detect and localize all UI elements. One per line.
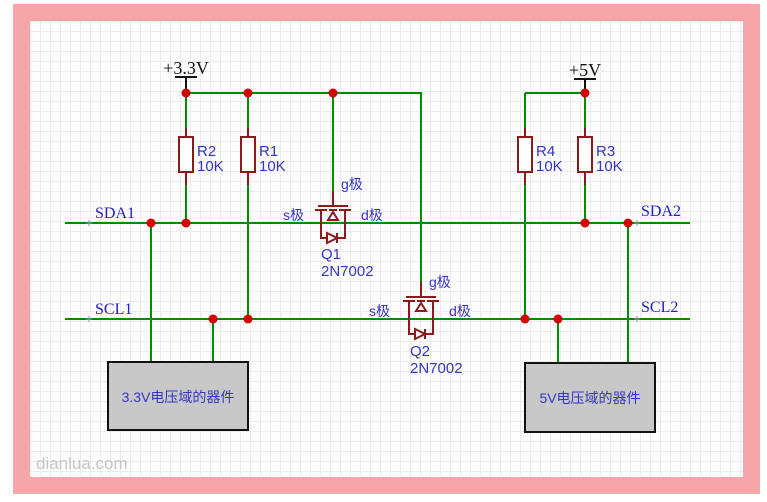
resistor-r4-ref: R4	[536, 143, 555, 160]
junction-dot	[328, 88, 338, 98]
junction-dot	[580, 88, 590, 98]
q2-drain-label: d极	[449, 303, 471, 319]
resistor-r3-value: 10K	[596, 158, 623, 175]
wires	[65, 92, 690, 364]
wire-rail-3v3	[186, 92, 422, 282]
net-label-scl1: SCL1	[95, 301, 132, 318]
power-label-5v: +5V	[569, 60, 601, 80]
resistor-r1-value: 10K	[259, 158, 286, 175]
q1-drain-label: d极	[361, 207, 383, 223]
junction-dots	[146, 88, 633, 324]
port-cross-icon	[86, 220, 92, 226]
junction-dot	[520, 314, 530, 324]
resistor-r2	[178, 128, 194, 185]
port-markers	[86, 220, 640, 322]
resistor-r3	[577, 128, 593, 185]
q2-body-diode-icon	[414, 327, 428, 341]
q2-gate-label: g极	[429, 274, 451, 290]
mosfet-q2-symbol	[403, 282, 439, 341]
transistor-q1-part: 2N7002	[321, 263, 374, 280]
resistor-r1	[240, 128, 256, 185]
q1-body-diode-icon	[326, 231, 340, 245]
net-label-sda2: SDA2	[641, 203, 681, 220]
resistor-r2-ref: R2	[197, 143, 216, 160]
device-box-5v-label: 5V电压域的器件	[539, 390, 640, 406]
schematic-canvas	[13, 4, 760, 494]
resistor-body	[240, 136, 256, 173]
transistor-q2-part: 2N7002	[410, 360, 463, 377]
junction-dot	[146, 218, 156, 228]
net-label-sda1: SDA1	[95, 205, 135, 222]
transistor-q2-ref: Q2	[410, 343, 430, 360]
junction-dot	[580, 218, 590, 228]
resistor-r4-value: 10K	[536, 158, 563, 175]
q2-body-arrow-icon	[414, 301, 428, 312]
resistor-r1-ref: R1	[259, 143, 278, 160]
net-label-scl2: SCL2	[641, 299, 678, 316]
junction-dot	[181, 218, 191, 228]
device-box-3v3-label: 3.3V电压域的器件	[122, 389, 235, 405]
resistor-body	[517, 136, 533, 173]
power-label-3v3: +3.3V	[163, 58, 209, 78]
q2-source-label: s极	[369, 303, 390, 319]
junction-dot	[208, 314, 218, 324]
junction-dot	[243, 88, 253, 98]
junction-dot	[623, 218, 633, 228]
junction-dot	[243, 314, 253, 324]
watermark: dianlua.com	[36, 454, 128, 473]
resistor-r2-value: 10K	[197, 158, 224, 175]
resistor-r3-ref: R3	[596, 143, 615, 160]
transistor-q1-ref: Q1	[321, 246, 341, 263]
device-box-3v3	[107, 361, 249, 431]
port-cross-icon	[86, 316, 92, 322]
device-box-5v	[524, 362, 656, 433]
junction-dot	[181, 88, 191, 98]
junction-dot	[553, 314, 563, 324]
q1-body-arrow-icon	[326, 210, 340, 221]
port-cross-icon	[634, 220, 640, 226]
q1-source-label: s极	[283, 207, 304, 223]
mosfet-q1-symbol	[315, 191, 351, 245]
resistor-body	[178, 136, 194, 173]
resistor-body	[577, 136, 593, 173]
resistor-r4	[517, 128, 533, 185]
port-cross-icon	[634, 316, 640, 322]
q1-gate-label: g极	[341, 176, 363, 192]
